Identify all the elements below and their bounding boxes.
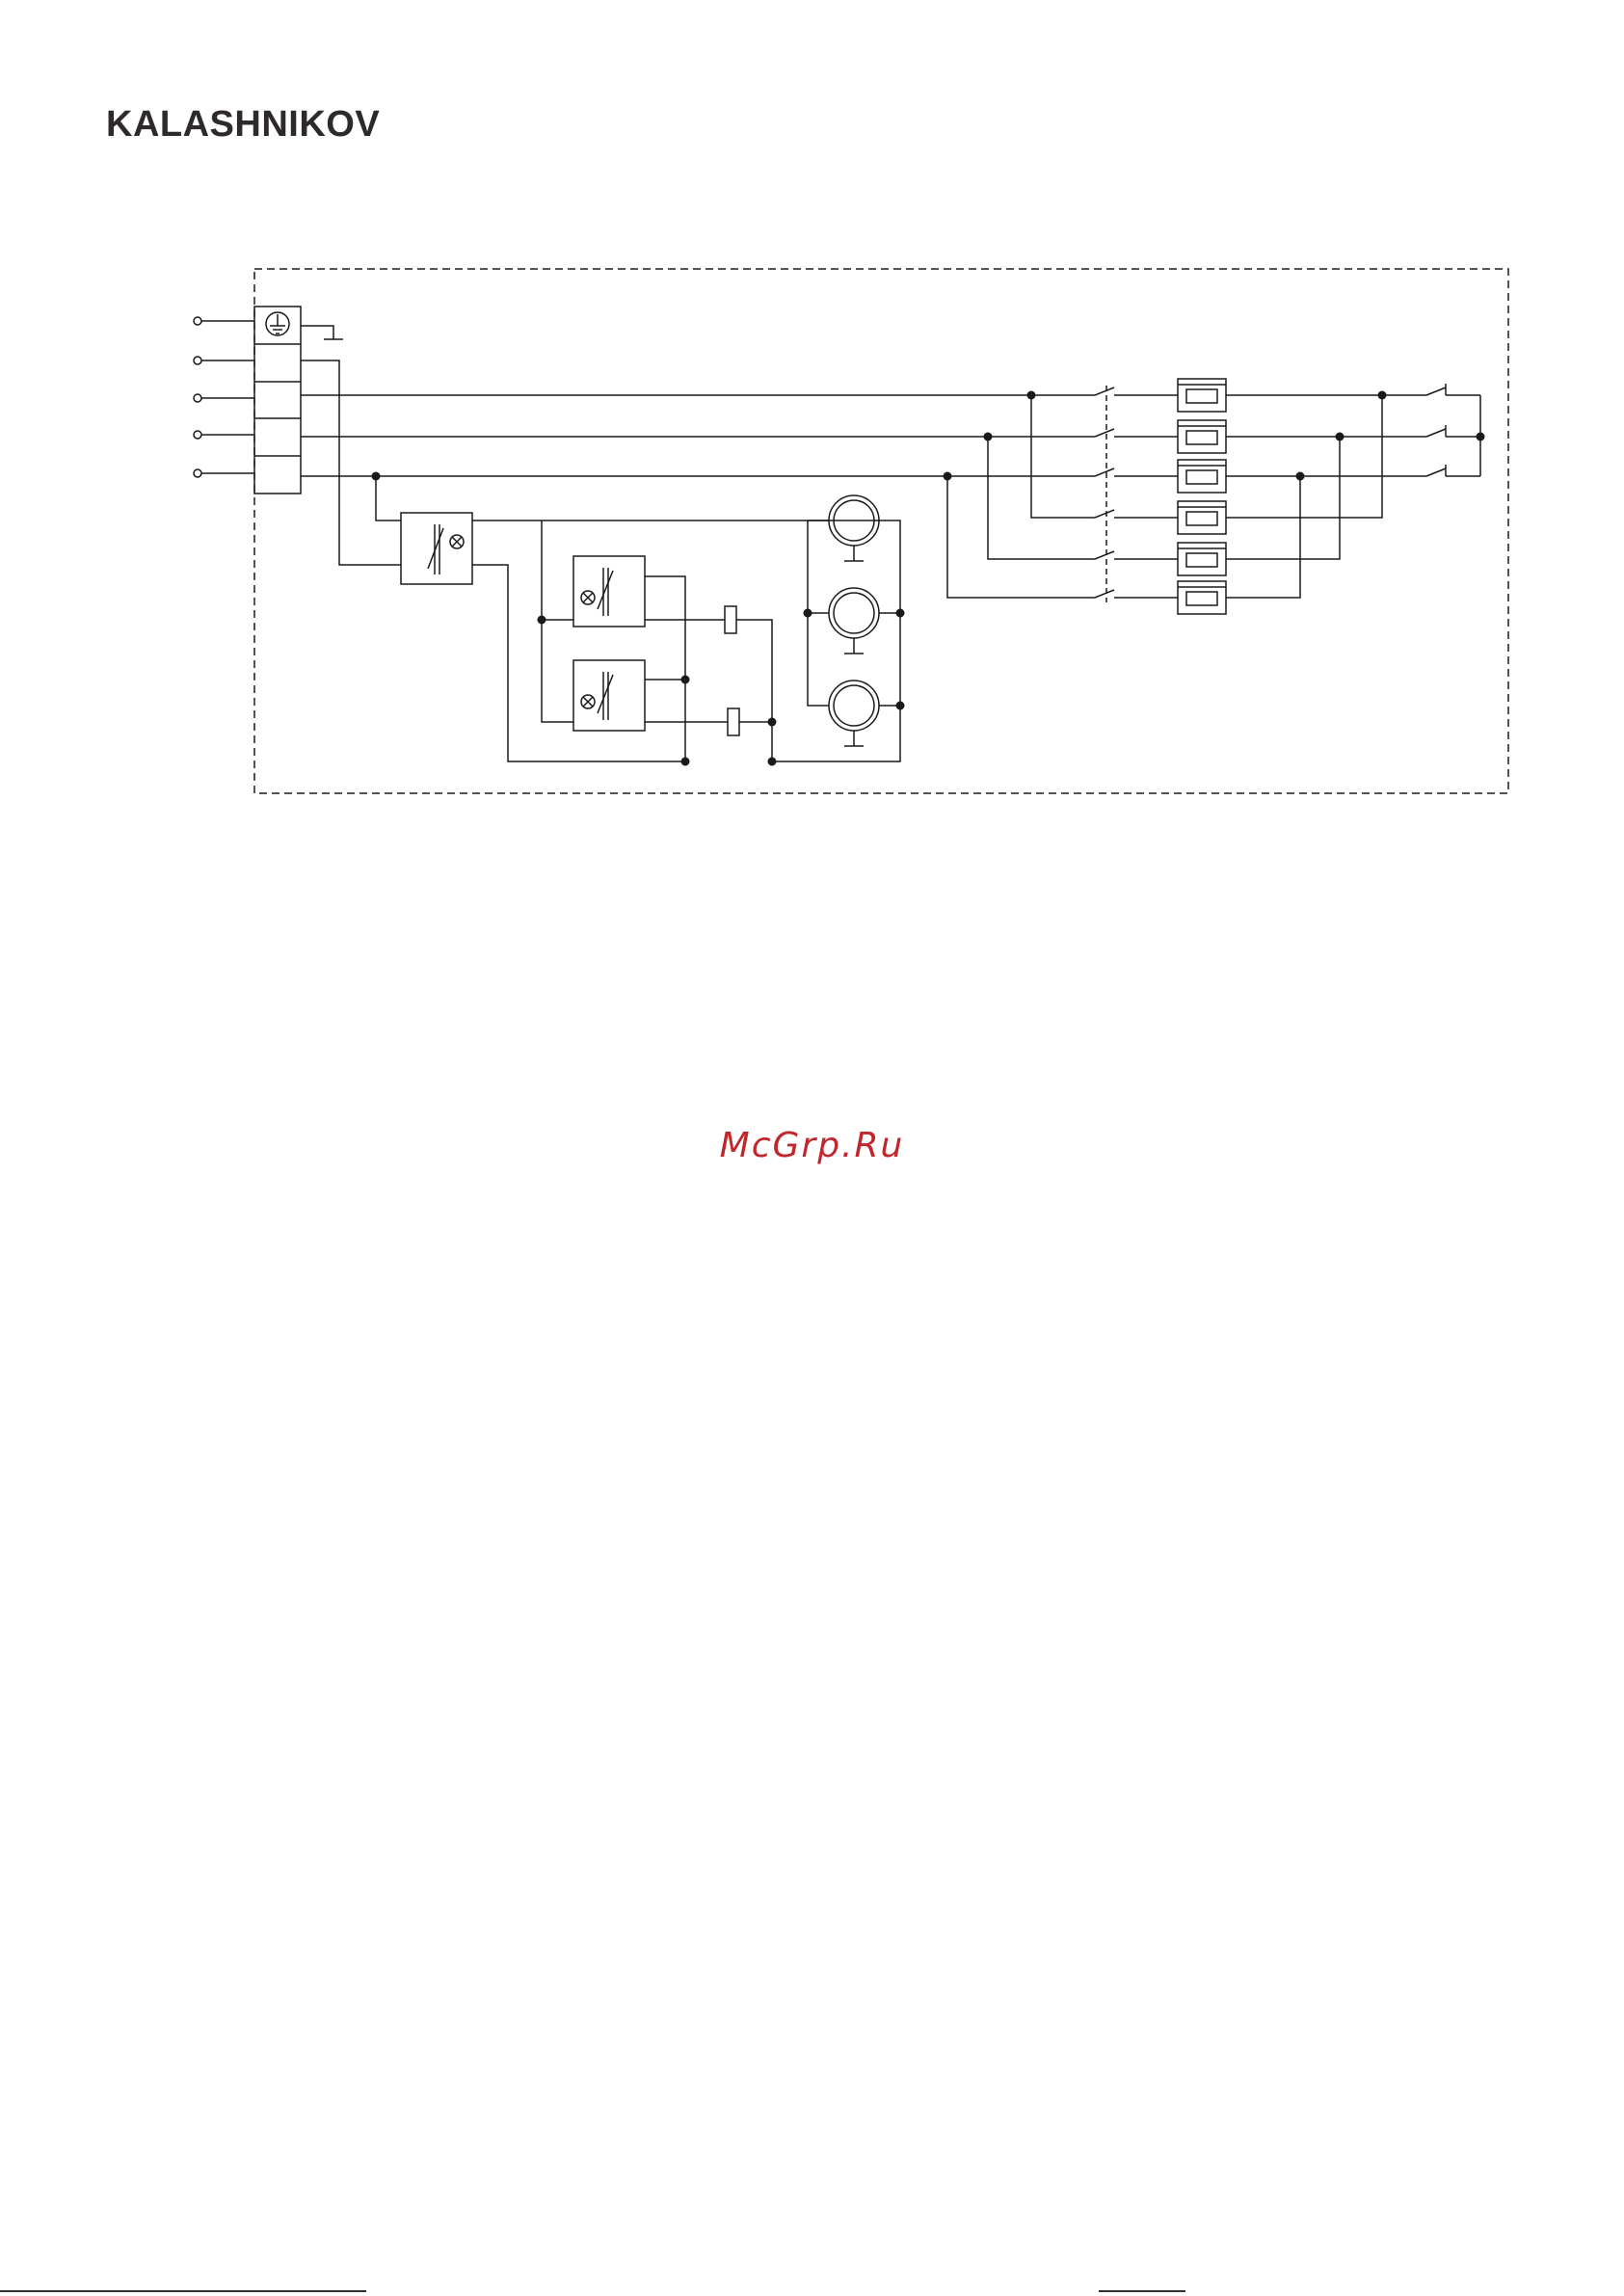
lamp-icon xyxy=(450,535,464,548)
heating-element-icon xyxy=(1178,420,1226,453)
motor-icon xyxy=(829,495,879,561)
motor-icon xyxy=(829,681,879,746)
watermark: McGrp.Ru xyxy=(0,1126,1624,1165)
controller-2 xyxy=(573,660,645,731)
input-terminals xyxy=(194,317,254,477)
heating-element-icon xyxy=(1178,379,1226,412)
wiring-diagram xyxy=(0,0,1624,868)
heating-element-icon xyxy=(1178,581,1226,614)
ground-icon xyxy=(266,312,343,339)
junction-dots xyxy=(372,391,1485,766)
terminal-block xyxy=(254,307,301,494)
motor-icon xyxy=(829,588,879,654)
heating-element-icon xyxy=(1178,460,1226,493)
main-switch xyxy=(401,513,472,584)
heating-element-icon xyxy=(1178,543,1226,575)
footer-rule-right xyxy=(1099,2290,1185,2292)
output-bus xyxy=(1226,384,1480,598)
controller-1 xyxy=(573,556,645,627)
relay-coil-icon xyxy=(725,606,736,633)
switch-icon xyxy=(947,387,1178,476)
supply-lines xyxy=(301,360,1031,565)
footer-rule xyxy=(0,2290,366,2292)
heating-element-icon xyxy=(1178,501,1226,534)
switch-icon xyxy=(947,395,1178,598)
relay-coil-icon xyxy=(728,708,739,735)
